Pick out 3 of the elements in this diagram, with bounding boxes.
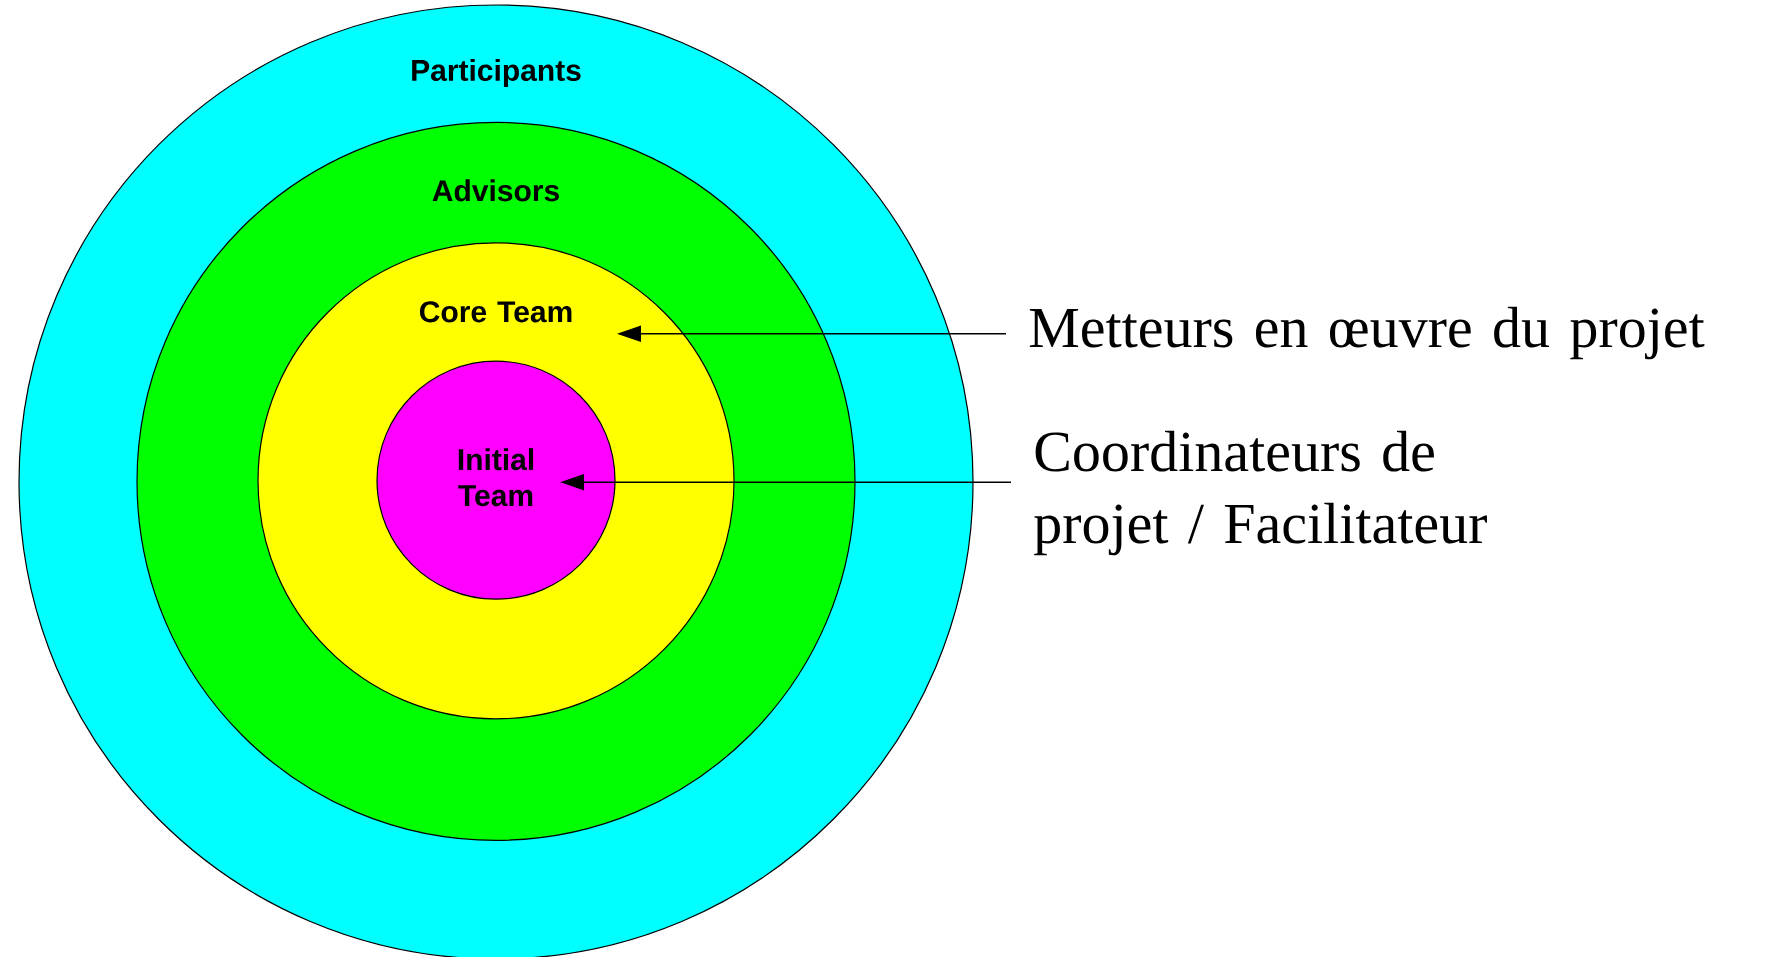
- side-label: Coordinateurs de projet / Facilitateur: [1034, 430, 1487, 556]
- side-label: Metteurs en œuvre du projet: [1029, 306, 1705, 360]
- ring: Initial Team: [376, 360, 616, 600]
